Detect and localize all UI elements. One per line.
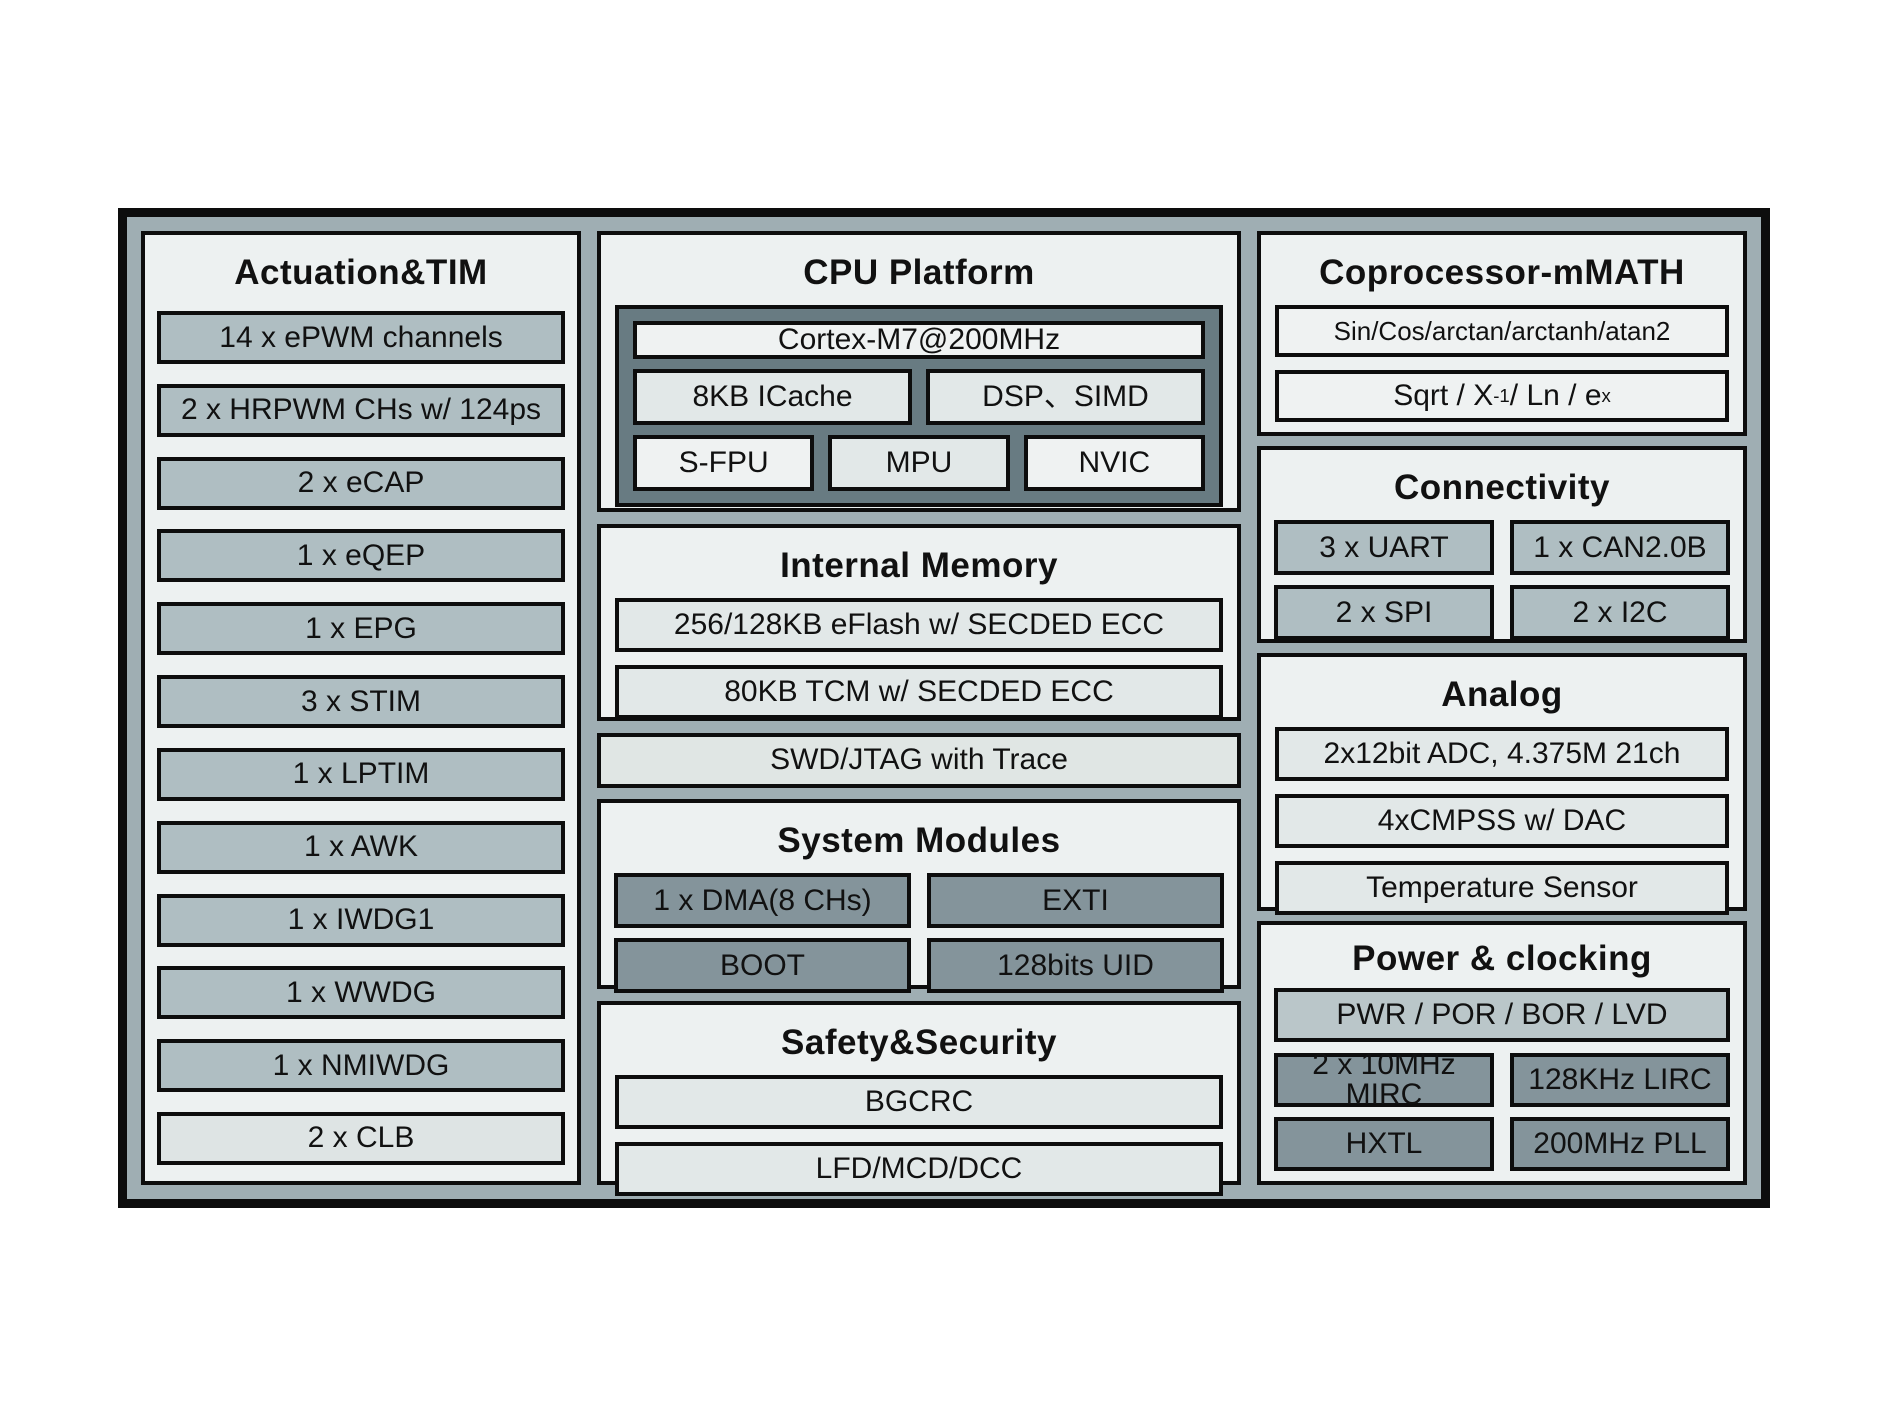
block-can: 1 x CAN2.0B	[1510, 520, 1730, 575]
panel-title-actuation: Actuation&TIM	[234, 253, 488, 292]
memory-items: 256/128KB eFlash w/ SECDED ECC 80KB TCM …	[601, 597, 1237, 734]
block-s-fpu: S-FPU	[633, 435, 815, 491]
block-mpu: MPU	[828, 435, 1010, 491]
sqrt-text-2: / Ln / e	[1509, 379, 1602, 412]
block-dsp-simd: DSP、SIMD	[926, 369, 1205, 425]
block-hrpwm: 2 x HRPWM CHs w/ 124ps	[157, 383, 565, 437]
block-pll: 200MHz PLL	[1510, 1117, 1730, 1171]
block-eqep: 1 x eQEP	[157, 529, 565, 583]
panel-cpu-platform: CPU Platform Cortex-M7@200MHz 8KB ICache…	[597, 231, 1241, 512]
block-ecap: 2 x eCAP	[157, 456, 565, 510]
block-wwdg: 1 x WWDG	[157, 966, 565, 1020]
block-eflash: 256/128KB eFlash w/ SECDED ECC	[615, 597, 1223, 652]
panel-title-power: Power & clocking	[1352, 939, 1652, 978]
block-mirc: 2 x 10MHz MIRC	[1274, 1050, 1494, 1110]
panel-analog: Analog 2x12bit ADC, 4.375M 21ch 4xCMPSS …	[1257, 653, 1747, 915]
block-pwr-por-bor-lvd: PWR / POR / BOR / LVD	[1274, 988, 1730, 1042]
power-items: PWR / POR / BOR / LVD 2 x 10MHz MIRC 128…	[1261, 988, 1743, 1184]
panel-title-cpu: CPU Platform	[803, 253, 1035, 292]
system-items: 1 x DMA(8 CHs) EXTI BOOT 128bits UID	[601, 873, 1237, 1006]
panel-power-clocking: Power & clocking PWR / POR / BOR / LVD 2…	[1257, 921, 1747, 1185]
block-epwm-channels: 14 x ePWM channels	[157, 311, 565, 364]
cpu-row-2: 8KB ICache DSP、SIMD	[633, 369, 1205, 425]
block-i2c: 2 x I2C	[1510, 585, 1730, 640]
power-grid: 2 x 10MHz MIRC 128KHz LIRC HXTL 200MHz P…	[1274, 1050, 1730, 1171]
panel-title-connectivity: Connectivity	[1393, 468, 1611, 507]
panel-system-modules: System Modules 1 x DMA(8 CHs) EXTI BOOT …	[597, 799, 1241, 994]
cpu-row-3: S-FPU MPU NVIC	[633, 435, 1205, 491]
coprocessor-items: Sin/Cos/arctan/arctanh/atan2 Sqrt / X-1 …	[1261, 305, 1743, 437]
block-nmiwdg: 1 x NMIWDG	[157, 1039, 565, 1093]
panel-internal-memory: Internal Memory 256/128KB eFlash w/ SECD…	[597, 523, 1241, 721]
block-uart: 3 x UART	[1274, 520, 1494, 575]
block-swd-jtag: SWD/JTAG with Trace	[597, 732, 1241, 788]
cpu-core-container: Cortex-M7@200MHz 8KB ICache DSP、SIMD S-F…	[615, 305, 1223, 507]
column-left: Actuation&TIM 14 x ePWM channels 2 x HRP…	[141, 231, 581, 1185]
block-cmpss: 4xCMPSS w/ DAC	[1275, 794, 1729, 848]
block-iwdg1: 1 x IWDG1	[157, 893, 565, 947]
block-lirc: 128KHz LIRC	[1510, 1053, 1730, 1107]
panel-title-system: System Modules	[777, 821, 1061, 861]
block-exti: EXTI	[927, 873, 1224, 929]
block-lptim: 1 x LPTIM	[157, 747, 565, 801]
panel-safety-security: Safety&Security BGCRC LFD/MCD/DCC	[597, 1001, 1241, 1196]
block-epg: 1 x EPG	[157, 602, 565, 656]
block-nvic: NVIC	[1023, 435, 1205, 491]
panel-actuation-tim: Actuation&TIM 14 x ePWM channels 2 x HRP…	[141, 231, 581, 1185]
panel-connectivity: Connectivity 3 x UART 1 x CAN2.0B 2 x SP…	[1257, 446, 1747, 643]
block-hxtl: HXTL	[1274, 1117, 1494, 1171]
block-boot: BOOT	[614, 938, 911, 994]
block-uid: 128bits UID	[927, 938, 1224, 994]
column-right: Coprocessor-mMATH Sin/Cos/arctan/arctanh…	[1257, 231, 1747, 1185]
block-trig-functions: Sin/Cos/arctan/arctanh/atan2	[1275, 305, 1729, 357]
block-bgcrc: BGCRC	[615, 1075, 1223, 1129]
block-stim: 3 x STIM	[157, 675, 565, 729]
panel-title-analog: Analog	[1441, 675, 1563, 714]
panel-title-coprocessor: Coprocessor-mMATH	[1319, 253, 1685, 292]
block-temp-sensor: Temperature Sensor	[1275, 861, 1729, 915]
panel-title-memory: Internal Memory	[780, 545, 1058, 585]
block-adc: 2x12bit ADC, 4.375M 21ch	[1275, 727, 1729, 781]
block-cortex-m7: Cortex-M7@200MHz	[633, 321, 1205, 359]
safety-items: BGCRC LFD/MCD/DCC	[601, 1075, 1237, 1211]
actuation-items: 14 x ePWM channels 2 x HRPWM CHs w/ 124p…	[145, 305, 577, 1181]
block-tcm: 80KB TCM w/ SECDED ECC	[615, 664, 1223, 719]
connectivity-items: 3 x UART 1 x CAN2.0B 2 x SPI 2 x I2C	[1261, 520, 1743, 653]
panel-coprocessor-mmath: Coprocessor-mMATH Sin/Cos/arctan/arctanh…	[1257, 231, 1747, 436]
block-spi: 2 x SPI	[1274, 585, 1494, 640]
block-icache: 8KB ICache	[633, 369, 912, 425]
column-middle: CPU Platform Cortex-M7@200MHz 8KB ICache…	[597, 231, 1241, 1196]
soc-block-diagram: Actuation&TIM 14 x ePWM channels 2 x HRP…	[118, 208, 1770, 1208]
analog-items: 2x12bit ADC, 4.375M 21ch 4xCMPSS w/ DAC …	[1261, 727, 1743, 930]
sqrt-text-1: Sqrt / X	[1393, 379, 1494, 412]
block-lfd-mcd-dcc: LFD/MCD/DCC	[615, 1142, 1223, 1196]
panel-title-safety: Safety&Security	[781, 1023, 1057, 1062]
block-clb: 2 x CLB	[157, 1111, 565, 1165]
block-awk: 1 x AWK	[157, 820, 565, 874]
block-dma: 1 x DMA(8 CHs)	[614, 873, 911, 929]
